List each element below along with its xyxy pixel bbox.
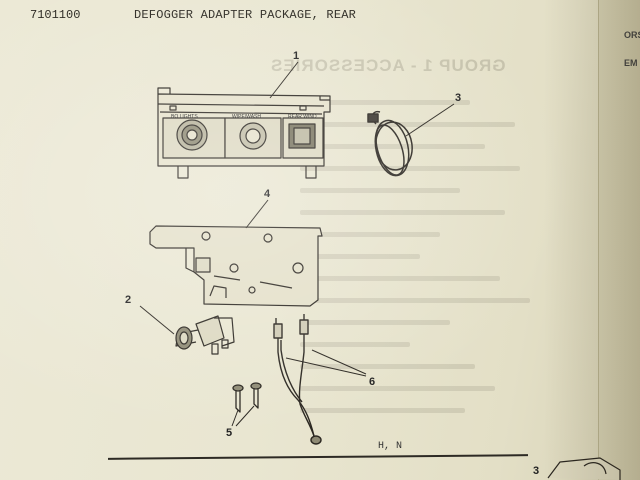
callout-6: 6 (369, 376, 376, 388)
panel-label-wipe-wash: WIPE/WASH (232, 114, 261, 120)
bleed-through-parts-list (300, 96, 540, 426)
mounting-bracket-drawing (149, 225, 323, 307)
callout-5: 5 (226, 427, 233, 439)
callout-1: 1 (293, 50, 300, 62)
edge-text-top: ORS (624, 30, 640, 40)
switch-knob-drawing (175, 315, 235, 355)
callout-4: 4 (264, 188, 271, 200)
next-page-callout: 3 (533, 465, 540, 477)
wire-harness-drawing (367, 110, 413, 177)
part-number: 7101100 (30, 8, 81, 22)
panel-label-rear-wind: REAR WIND (288, 114, 317, 120)
edge-text-mid: EM (624, 58, 638, 68)
footer-code: H, N (378, 441, 403, 452)
panel-label-lights: BO LIGHTS (171, 114, 198, 120)
callout-2: 2 (125, 294, 132, 306)
wire-leads-drawing (273, 314, 322, 445)
control-panel-drawing (157, 87, 331, 179)
adjacent-page-edge (598, 0, 640, 480)
screws-drawing (232, 382, 262, 413)
page-title: DEFOGGER ADAPTER PACKAGE, REAR (134, 8, 357, 22)
callout-3: 3 (455, 92, 462, 104)
